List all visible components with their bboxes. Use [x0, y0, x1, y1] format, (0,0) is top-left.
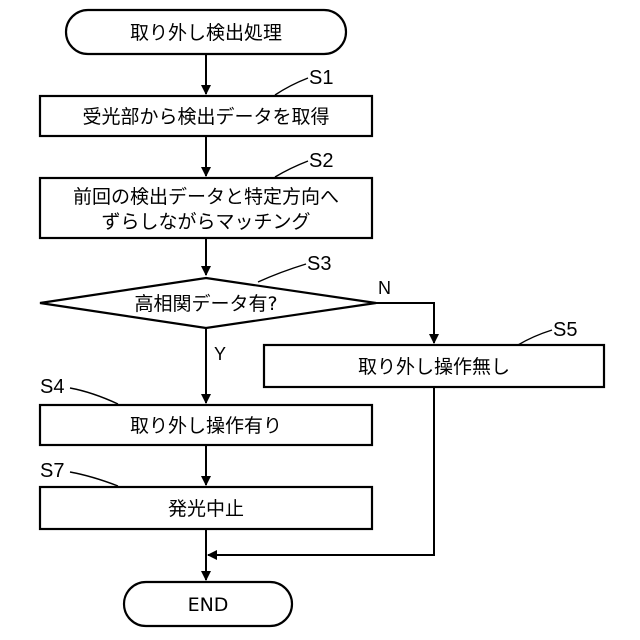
s4-step-id: S4: [40, 376, 64, 398]
process-box-s4: 取り外し操作有り: [40, 405, 372, 445]
s3-leader-line: [258, 264, 306, 282]
arrow-s3-no-to-s5: [376, 303, 434, 343]
s3-label: 高相関データ有?: [134, 293, 277, 315]
s2-label-line1: 前回の検出データと特定方向へ: [73, 186, 339, 208]
process-box-s7: 発光中止: [40, 487, 372, 529]
s1-label: 受光部から検出データを取得: [82, 106, 329, 128]
s2-label-line2: ずらしながらマッチング: [101, 211, 310, 233]
s5-label: 取り外し操作無し: [358, 356, 510, 378]
s7-label: 発光中止: [168, 498, 244, 520]
s5-leader-line: [518, 330, 552, 345]
s4-leader-line: [70, 388, 118, 404]
end-label: END: [188, 594, 229, 616]
s1-step-id: S1: [309, 67, 333, 89]
decision-diamond-s3: 高相関データ有?: [40, 278, 376, 328]
start-label: 取り外し検出処理: [130, 22, 282, 44]
branch-label-no: N: [378, 278, 391, 298]
s7-leader-line: [70, 472, 118, 486]
process-box-s1: 受光部から検出データを取得: [40, 96, 372, 136]
s2-leader-line: [275, 161, 308, 177]
s5-step-id: S5: [553, 319, 577, 341]
process-box-s2: 前回の検出データと特定方向へ ずらしながらマッチング: [40, 178, 372, 238]
start-terminal: 取り外し検出処理: [66, 10, 346, 54]
s4-label: 取り外し操作有り: [130, 415, 282, 437]
branch-label-yes: Y: [214, 344, 226, 364]
s3-step-id: S3: [307, 253, 331, 275]
s1-leader-line: [275, 78, 308, 95]
end-terminal: END: [124, 582, 292, 626]
s2-step-id: S2: [309, 150, 333, 172]
s7-step-id: S7: [40, 460, 64, 482]
process-box-s5: 取り外し操作無し: [264, 345, 604, 387]
